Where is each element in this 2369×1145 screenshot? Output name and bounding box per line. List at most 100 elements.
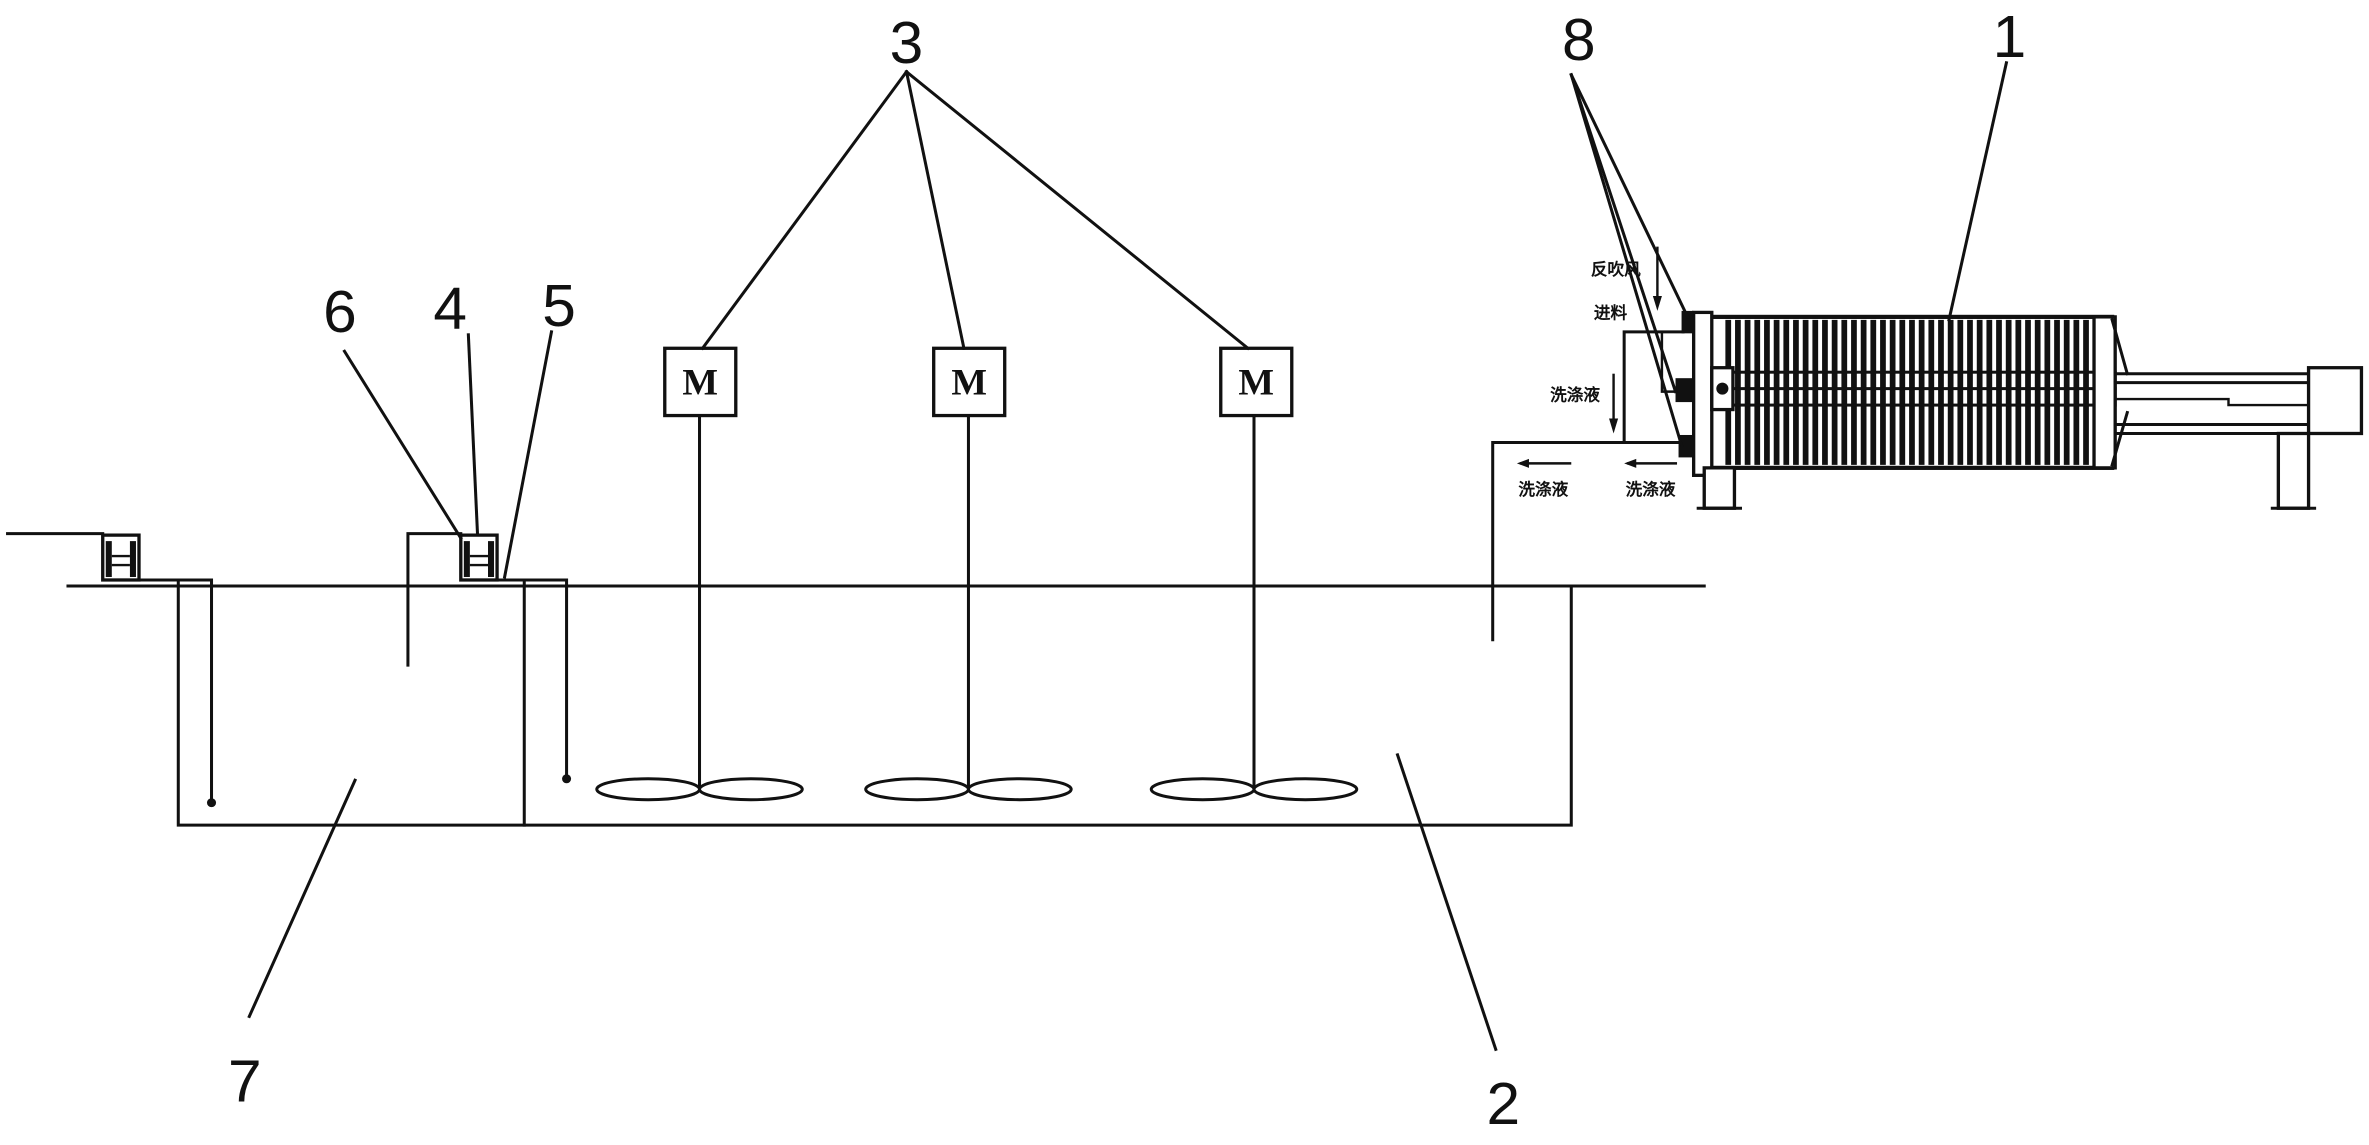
filter-plate xyxy=(1793,319,1799,465)
filter-plate xyxy=(1822,319,1828,465)
callout-7: 7 xyxy=(228,1048,262,1115)
impeller-blade xyxy=(698,777,804,802)
press-leg xyxy=(2276,431,2311,510)
filter-plate xyxy=(2015,319,2022,465)
callout-8: 8 xyxy=(1562,6,1596,73)
filter-plate xyxy=(1851,319,1857,465)
leader-line-8 xyxy=(1569,72,1690,319)
press-label-feed: 进料 xyxy=(1594,302,1628,322)
valve-icon xyxy=(1681,310,1694,334)
hydraulic-cylinder xyxy=(2306,366,2364,436)
press-tie xyxy=(2110,318,2130,376)
filter-plate xyxy=(1967,319,1973,465)
down-arrow-icon xyxy=(1609,373,1619,434)
motor-box xyxy=(932,346,1007,418)
callout-6: 6 xyxy=(323,278,357,345)
filter-plate xyxy=(2025,319,2031,465)
valve-icon xyxy=(1678,434,1694,458)
impeller-blade xyxy=(864,777,970,802)
motor-box xyxy=(1219,346,1294,418)
filter-plate xyxy=(2083,319,2089,465)
leader-line-2 xyxy=(1395,752,1498,1052)
left-arrow-icon xyxy=(1624,458,1678,468)
leader-line-8 xyxy=(1569,72,1678,394)
discharge-pipe xyxy=(495,578,569,781)
mixer: M xyxy=(864,346,1073,802)
left-arrow-icon xyxy=(1516,458,1572,468)
filter-plate xyxy=(1918,319,1925,465)
press-tie xyxy=(2110,410,2130,467)
filter-plate xyxy=(1889,319,1896,465)
feed-pipe xyxy=(1622,330,1685,444)
filter-press xyxy=(1675,310,2364,510)
leader-line-3 xyxy=(904,69,966,351)
press-label-bottom-right: 洗涤液 xyxy=(1626,479,1676,499)
pipe-end-dot xyxy=(562,774,572,784)
filter-plate xyxy=(1773,319,1780,465)
filter-plate xyxy=(1812,319,1819,465)
filter-plate xyxy=(1870,319,1877,465)
tank-outline xyxy=(176,579,1573,827)
callout-2: 2 xyxy=(1486,1070,1520,1137)
valve-icon xyxy=(1675,378,1694,403)
callout-5: 5 xyxy=(542,272,576,339)
filter-plate xyxy=(1928,319,1935,465)
filter-plate xyxy=(2073,319,2080,465)
leader-line-4 xyxy=(466,333,480,534)
impeller-blade xyxy=(966,777,1073,802)
filter-plate xyxy=(1957,319,1964,465)
filter-plate xyxy=(2063,319,2070,465)
impeller-blade xyxy=(595,777,702,802)
leader-line-3 xyxy=(700,69,909,351)
filter-plate xyxy=(1744,319,1751,465)
filter-plate xyxy=(2005,319,2012,465)
leader-line-1 xyxy=(1947,60,2009,322)
filter-plate xyxy=(1909,319,1915,465)
filter-plate xyxy=(2034,319,2041,465)
filter-plate xyxy=(1802,319,1809,465)
filtrate-return-pipe xyxy=(1491,440,1682,642)
motor-box xyxy=(663,346,738,418)
filter-plate xyxy=(1764,319,1770,465)
motor-label: M xyxy=(682,363,718,404)
filter-plate xyxy=(1860,319,1867,465)
mixer: M xyxy=(1149,346,1359,802)
suction-pipe xyxy=(406,532,463,667)
pump-icon xyxy=(459,533,499,582)
press-label-bottom-left: 洗涤液 xyxy=(1518,479,1568,499)
motor-label: M xyxy=(951,363,987,404)
leader-line-5 xyxy=(502,330,554,579)
press-leg xyxy=(1702,466,1737,510)
pump-icon xyxy=(101,533,141,582)
filter-plate xyxy=(1938,319,1944,465)
filter-plate xyxy=(2044,319,2051,465)
filter-plate xyxy=(1783,319,1790,465)
filter-plate-pack xyxy=(1725,319,2089,465)
filter-plate xyxy=(1947,319,1954,465)
callout-4: 4 xyxy=(433,275,467,342)
press-label-wash: 洗涤液 xyxy=(1550,385,1600,405)
leader-line-8 xyxy=(1569,72,1684,448)
press-head-left xyxy=(1691,310,1714,477)
outlet-pipe-left xyxy=(137,578,214,805)
leader-line-3 xyxy=(904,69,1251,351)
filter-plate xyxy=(1976,319,1983,465)
filter-plate xyxy=(2054,319,2060,465)
callout-1: 1 xyxy=(1993,3,2027,70)
impeller-blade xyxy=(1252,777,1359,802)
motor-label: M xyxy=(1238,363,1274,404)
filter-plate xyxy=(1841,319,1848,465)
filter-plate xyxy=(1986,319,1993,465)
leader-line-6 xyxy=(342,349,463,541)
filter-plate xyxy=(1754,319,1761,465)
press-head-right xyxy=(2092,315,2117,470)
filter-plate xyxy=(1735,319,1741,465)
leader-line-7 xyxy=(247,778,358,1019)
filter-plate xyxy=(1899,319,1906,465)
press-rod xyxy=(2115,397,2309,407)
impeller-blade xyxy=(1149,777,1256,802)
filter-plate xyxy=(1831,319,1838,465)
press-port-icon xyxy=(1716,382,1729,395)
filter-plate xyxy=(1880,319,1886,465)
